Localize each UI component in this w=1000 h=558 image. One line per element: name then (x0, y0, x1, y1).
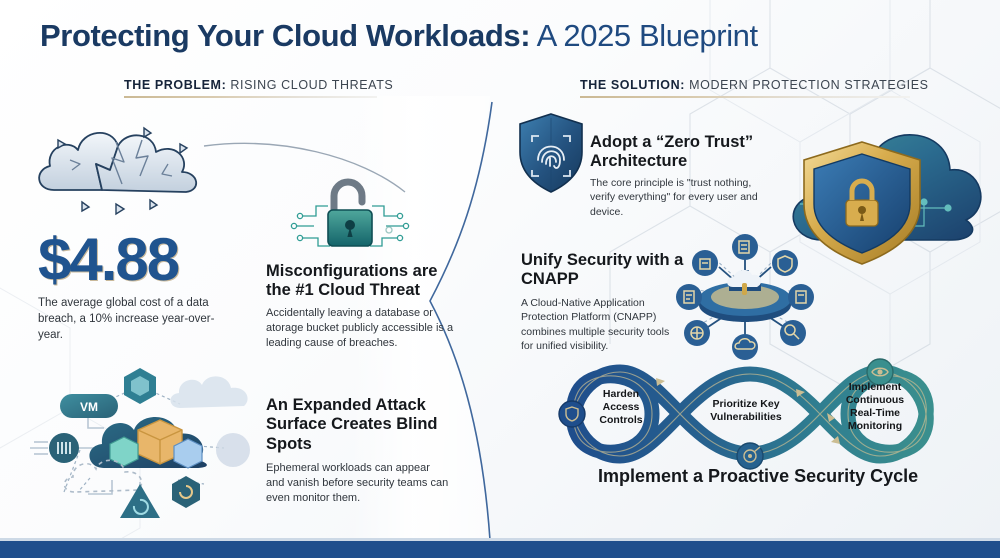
page-title: Protecting Your Cloud Workloads: A 2025 … (40, 18, 758, 54)
shield-fingerprint-icon (519, 113, 583, 193)
zero-trust-title: Adopt a “Zero Trust” Architecture (590, 133, 754, 171)
cnapp-hub-spoke-icon (676, 234, 814, 360)
section-header-solution-label: THE SOLUTION: (580, 78, 686, 92)
page-title-bold: Protecting Your Cloud Workloads: (40, 18, 531, 53)
stat-caption: The average global cost of a data breach… (38, 297, 215, 341)
section-header-problem-label: THE PROBLEM: (124, 78, 227, 92)
cracked-cloud-icon (38, 126, 197, 216)
attack-surface-title: An Expanded Attack Surface Creates Blind… (266, 396, 438, 453)
cnapp-body: A Cloud-Native Application Protection Pl… (521, 297, 670, 353)
zero-trust-body: The core principle is "trust nothing, ve… (590, 177, 758, 218)
cloud-gold-shield-lock-icon (792, 134, 982, 265)
cloud-workloads-containers-icon: VM (30, 368, 250, 518)
footer-bar (0, 538, 1000, 558)
flow-arc-connector (203, 142, 406, 193)
misconfiguration-title: Misconfigurations are the #1 Cloud Threa… (266, 262, 438, 300)
cycle-stage-label-1: Prioritize Key Vulnerabilities (710, 398, 782, 424)
section-header-problem-text: RISING CLOUD THREATS (226, 78, 394, 92)
misconfiguration-body: Accidentally leaving a database or atora… (266, 307, 454, 350)
cnapp-title: Unify Security with a CNAPP (521, 251, 684, 289)
section-rule-problem (124, 96, 377, 98)
attack-surface-body: Ephemeral workloads can appear and vanis… (266, 462, 449, 505)
vm-node-label: VM (80, 400, 98, 414)
section-rule-solution (580, 96, 910, 98)
cycle-stage-label-2: Implement Continuous Real-Time Monitorin… (845, 381, 905, 433)
cycle-caption: Implement a Proactive Security Cycle (598, 466, 919, 486)
section-header-solution: THE SOLUTION: MODERN PROTECTION STRATEGI… (580, 78, 929, 92)
open-padlock-circuit-icon (290, 178, 410, 247)
cycle-stage-label-0: Harden Access Controls (599, 388, 643, 427)
section-header-solution-text: MODERN PROTECTION STRATEGIES (685, 78, 929, 92)
stat-value: $4.88 (38, 226, 180, 293)
section-header-problem: THE PROBLEM: RISING CLOUD THREATS (124, 78, 393, 92)
infinity-loop-icon (558, 358, 934, 470)
page-title-light: A 2025 Blueprint (530, 18, 759, 53)
